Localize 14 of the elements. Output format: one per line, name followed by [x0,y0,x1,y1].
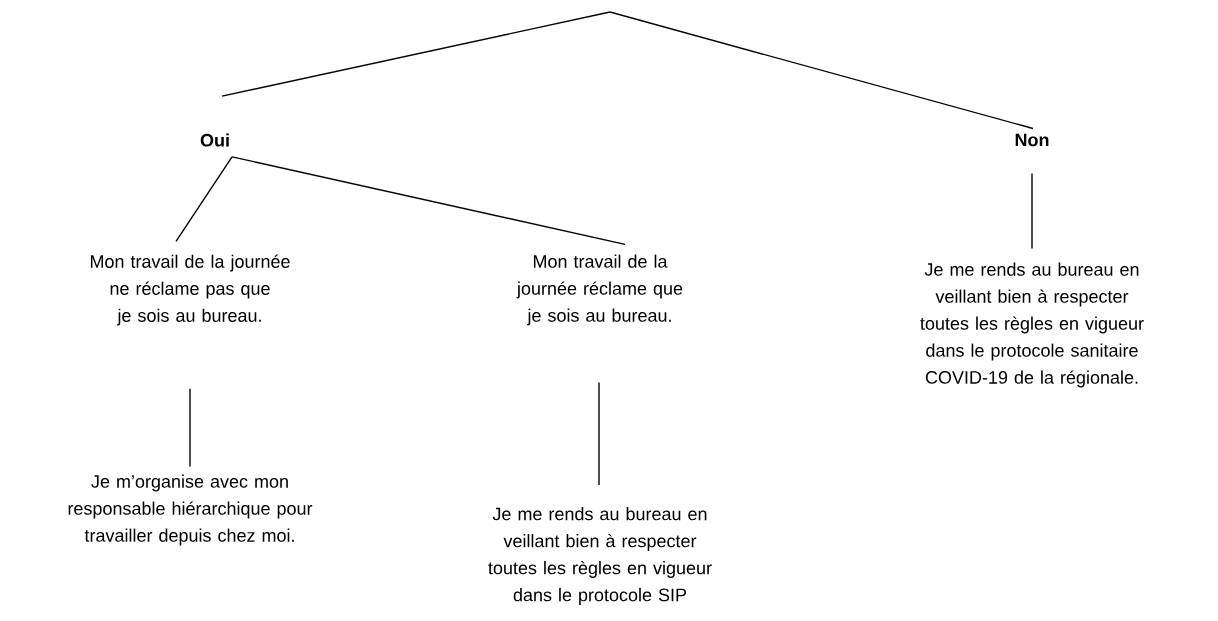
connector-line [175,156,233,242]
outcome-text: Mon travail de la journée réclame que je sois au bureau. [516,254,683,326]
connector-line [221,11,611,97]
connector-line [609,11,1034,130]
connector-line [1031,172,1033,250]
branch-label: Non [1015,133,1049,147]
outcome-text: Mon travail de la journée ne réclame pas que je sois au bureau. [90,254,290,326]
connector-line [598,381,600,486]
outcome-text: Je me rends au bureau en veillant bien à respecter toutes les règles en vigueur dans le protocole sanitaire COVID-19 de la régionale. [920,262,1144,388]
outcome-text: Je m’organise avec mon responsable hiérarchique pour travailler depuis chez moi. [68,474,313,546]
outcome-text: Je me rends au bureau en veillant bien à respecter toutes les règles en vigueur dans le protocole SIP [488,507,712,605]
connector-line [189,388,191,468]
connector-line [231,156,626,246]
branch-label: Oui [200,133,229,147]
